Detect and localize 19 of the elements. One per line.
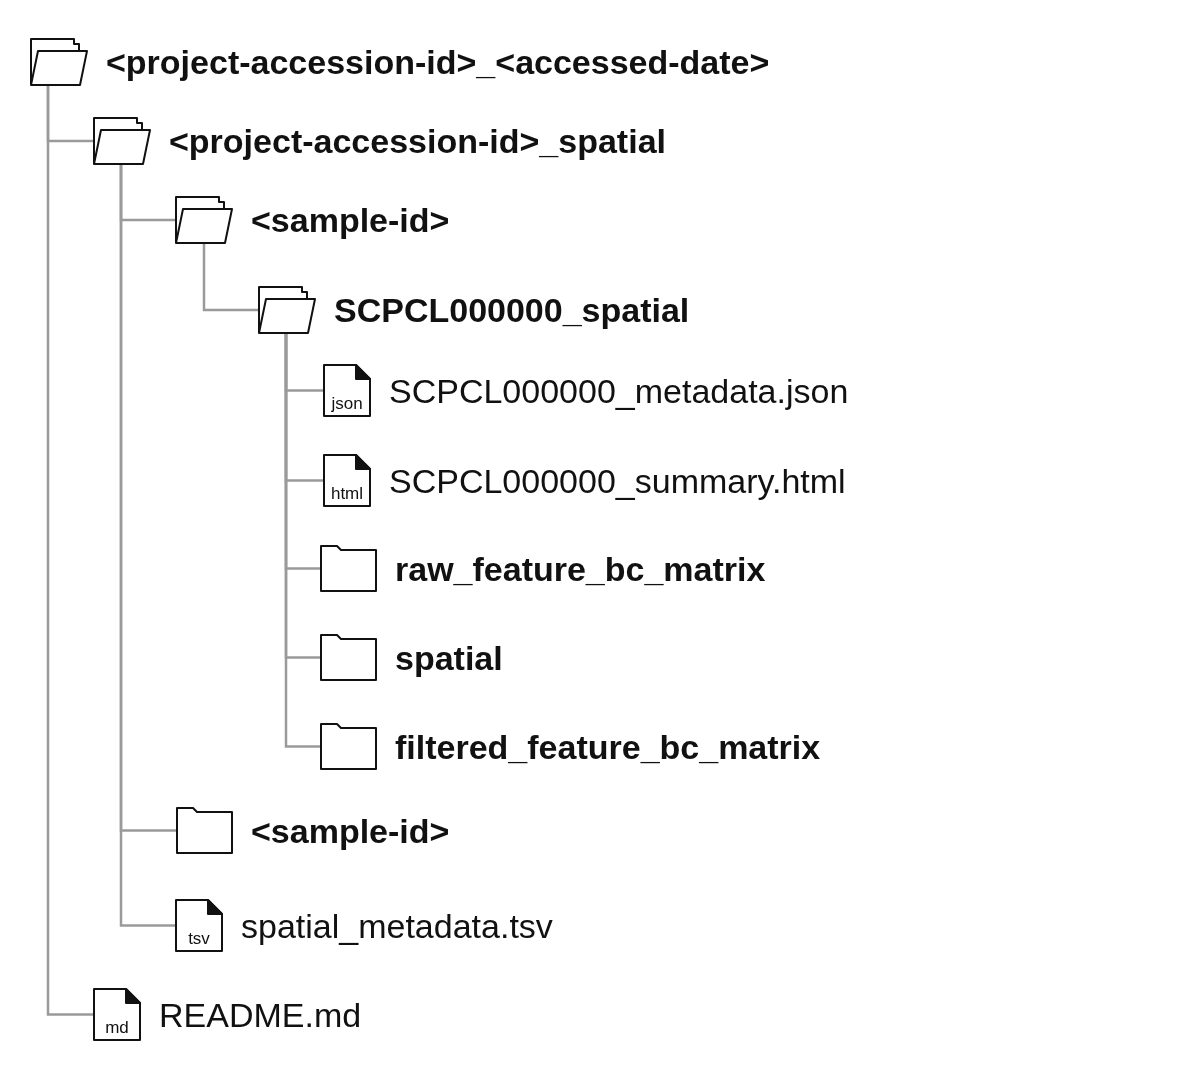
file-type-label: md bbox=[105, 1018, 129, 1037]
file-name: spatial_metadata.tsv bbox=[241, 905, 553, 946]
folder-name: <sample-id> bbox=[251, 810, 450, 851]
tree-line bbox=[284, 334, 320, 748]
file-name: SCPCL000000_metadata.json bbox=[389, 370, 849, 411]
tree-line bbox=[202, 244, 258, 312]
file-type-label: json bbox=[331, 394, 363, 413]
file-name: SCPCL000000_summary.html bbox=[389, 460, 846, 501]
file-type-label: tsv bbox=[188, 929, 210, 948]
folder-name: SCPCL000000_spatial bbox=[334, 290, 690, 330]
folder-name: <sample-id> bbox=[251, 200, 450, 240]
file-type-label: html bbox=[330, 484, 364, 503]
folder-name: spatial bbox=[395, 637, 503, 678]
file-name: README.md bbox=[159, 994, 362, 1035]
folder-name: <project-accession-id>_<accessed-date> bbox=[106, 42, 770, 82]
tree-line bbox=[46, 86, 93, 1016]
folder-name: <project-accession-id>_spatial bbox=[169, 121, 666, 161]
folder-name: filtered_feature_bc_matrix bbox=[395, 726, 821, 767]
folder-name: raw_feature_bc_matrix bbox=[395, 548, 766, 589]
